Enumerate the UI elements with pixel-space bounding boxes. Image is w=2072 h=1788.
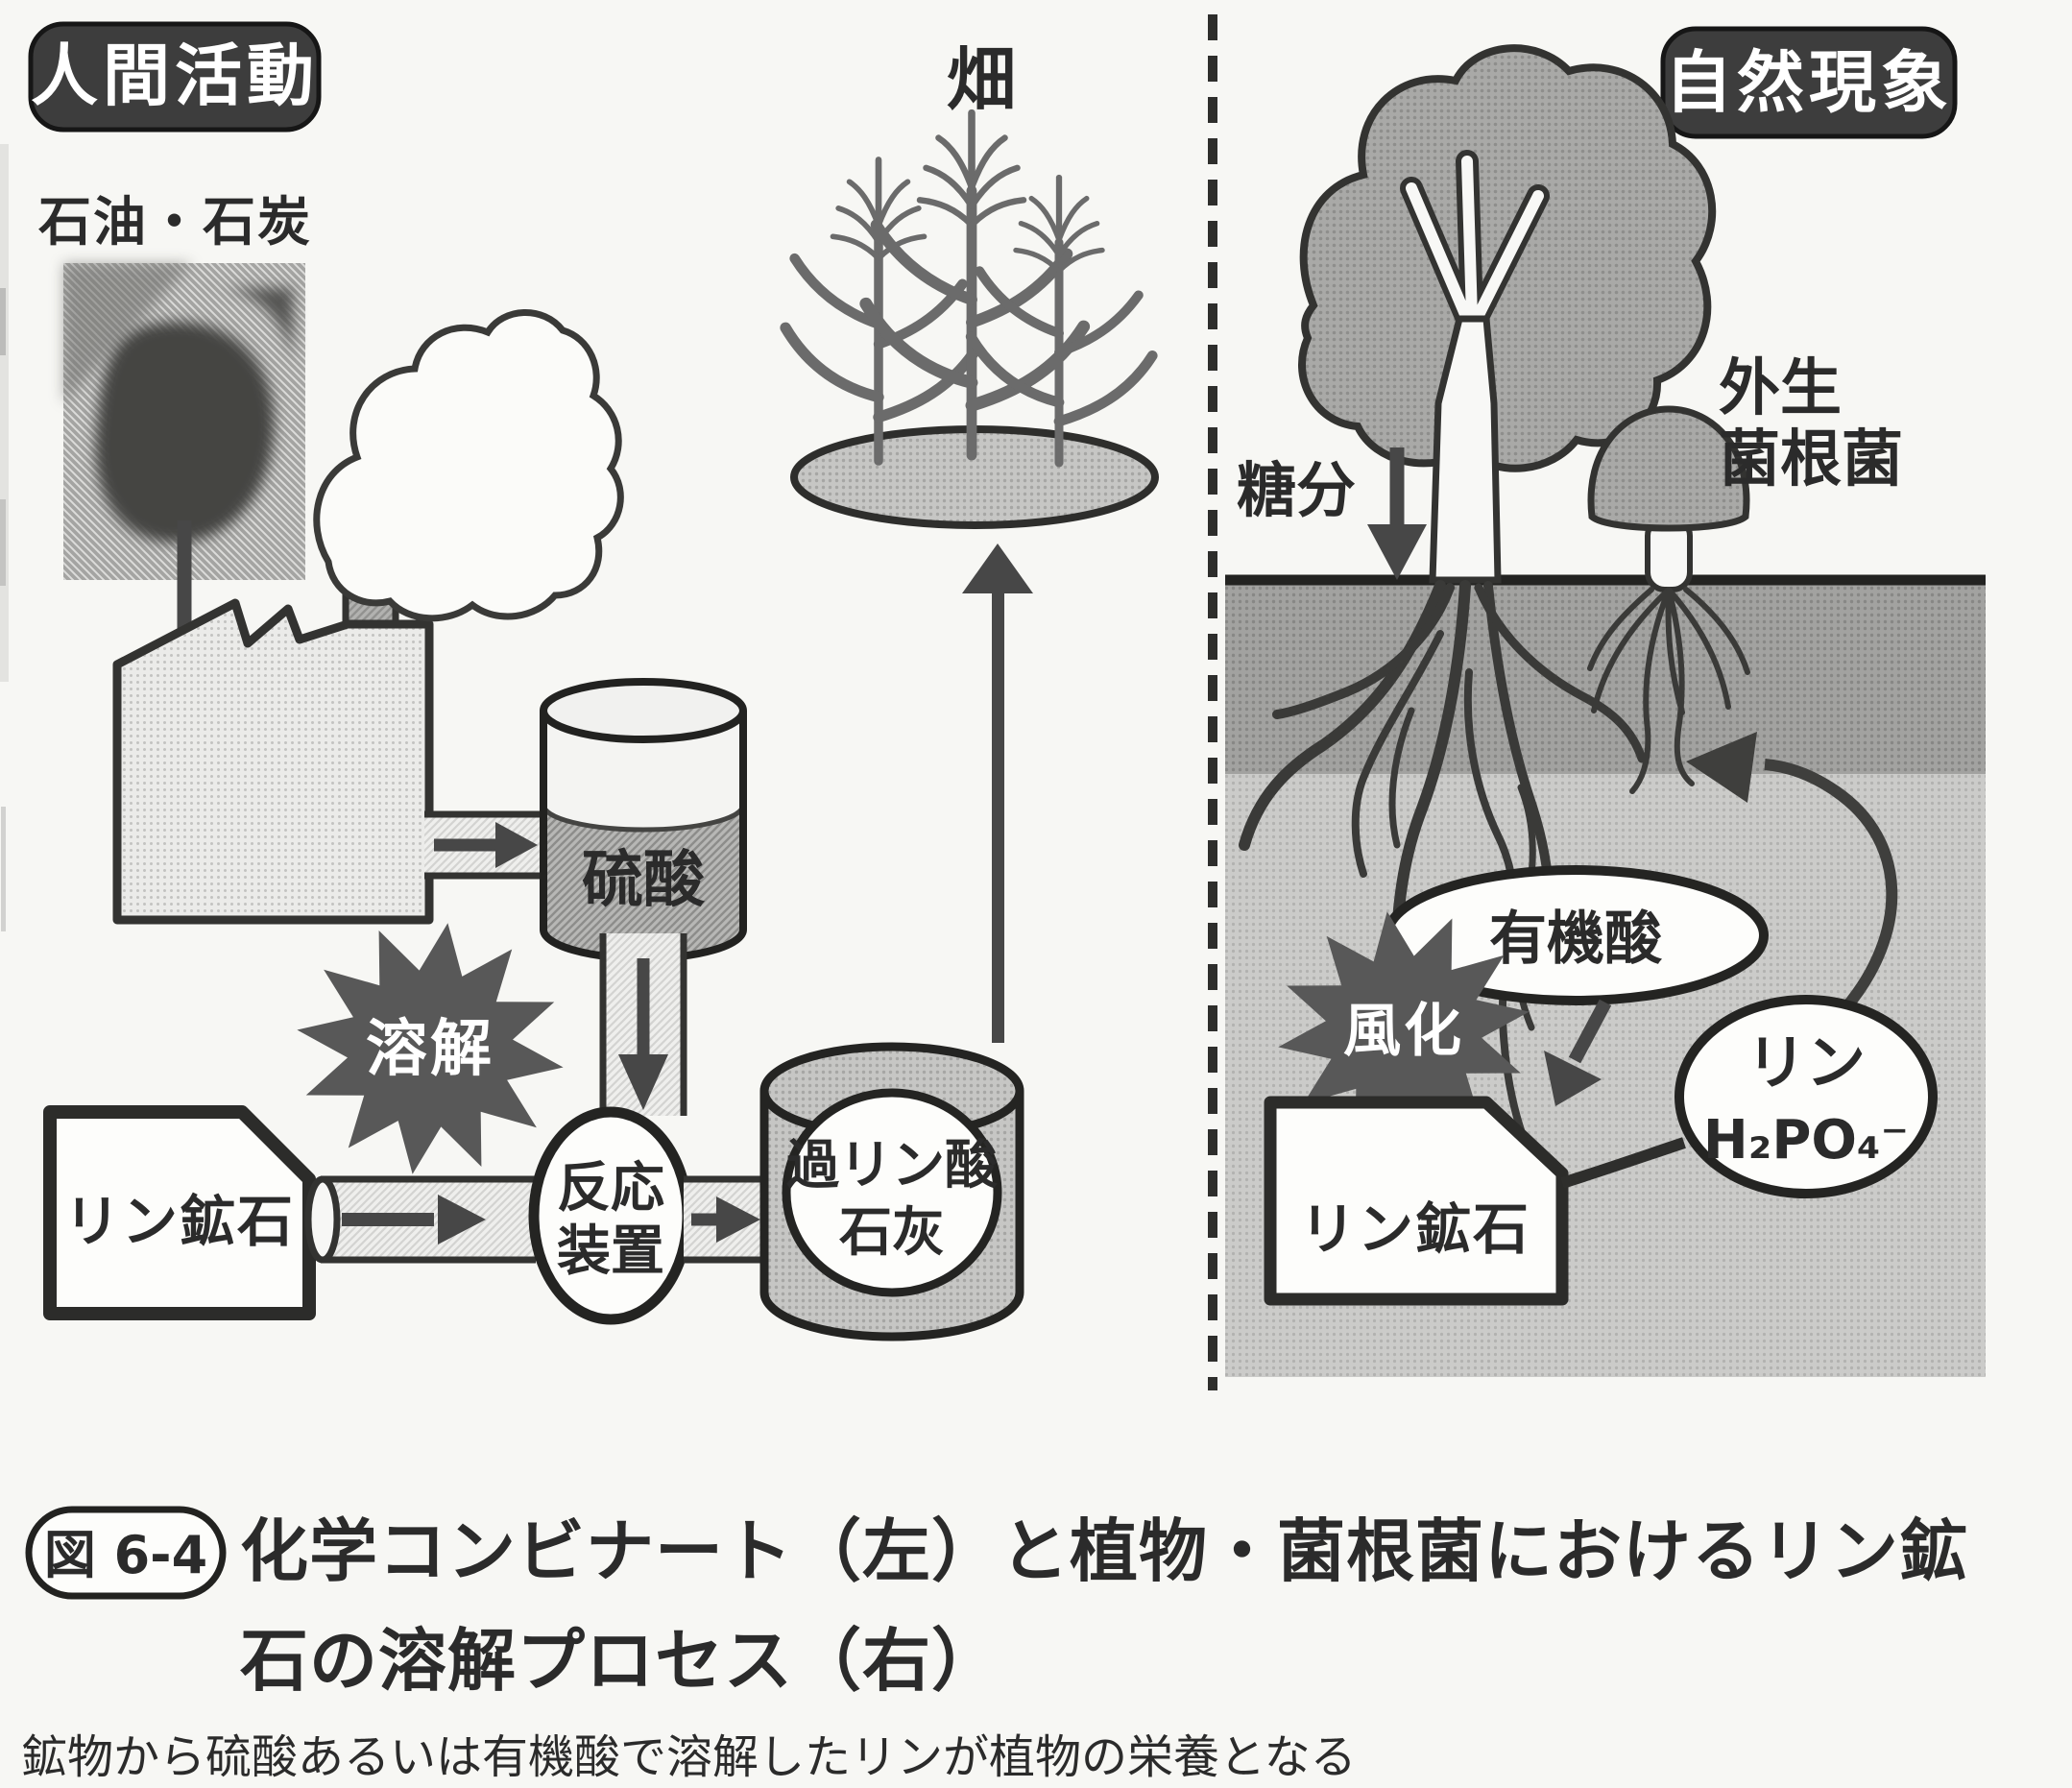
phosphate-rock-label-right: リン鉱石 [1300, 1196, 1530, 1262]
tree-branches [1400, 150, 1550, 330]
phosphorus-label: リン [1747, 1027, 1866, 1098]
coal-oil-label: 石油・石炭 [37, 191, 312, 253]
tree-trunk [1429, 315, 1502, 584]
phosphate-ion-bubble: リン H₂PO₄⁻ [1674, 995, 1938, 1198]
ectomycorrhiza-label-1: 外生 [1719, 353, 1842, 424]
sugar-down-arrow [1367, 447, 1427, 580]
smoke-cloud-icon [313, 309, 624, 622]
mushroom-icon [1587, 405, 1750, 592]
superphosphate-drum: 過リン酸 石灰 [759, 1042, 1024, 1341]
field-label: 畑 [947, 39, 1016, 120]
figure-tag: 図 6-4 [44, 1525, 207, 1585]
reactor-to-drum-pipe [684, 1175, 766, 1264]
phosphate-rock-box-right: リン鉱石 [1264, 1096, 1569, 1306]
coal-photo [63, 263, 305, 580]
human-activity-badge: 人間活動 [28, 21, 322, 133]
organic-acid-label: 有機酸 [1489, 906, 1663, 973]
caption-title-line-2: 石の溶解プロセス（右） [239, 1621, 1000, 1701]
superphosphate-label-2: 石灰 [838, 1201, 945, 1263]
rock-to-ion-connector [1560, 1137, 1686, 1189]
weathering-burst: 風化 [1262, 893, 1546, 1166]
caption-title-line-1: 化学コンビナート（左）と植物・菌根菌におけるリン鉱 [240, 1511, 1968, 1591]
tree-icon [1298, 44, 1717, 584]
reactor-label-1: 反応 [557, 1157, 664, 1220]
organic-acid-arrow [1544, 999, 1612, 1106]
natural-phenomena-panel: 自然現象 糖分 [1225, 26, 1986, 1377]
human-activity-badge-label: 人間活動 [31, 36, 319, 115]
sulfuric-acid-label: 硫酸 [582, 845, 706, 916]
mushroom-roots [1587, 587, 1750, 794]
sugar-label: 糖分 [1237, 455, 1356, 525]
dissolve-burst: 溶解 [278, 904, 582, 1194]
rock-to-reactor-pipe [304, 1175, 536, 1264]
fertilizer-to-field-arrow [962, 544, 1033, 1043]
sulfuric-acid-tank: 硫酸 [540, 678, 747, 962]
figure-tag-pill: 図 6-4 [25, 1506, 227, 1600]
reactor-label-2: 装置 [557, 1220, 664, 1283]
human-activity-panel: 人間活動 石油・石炭 [28, 21, 1159, 1341]
tank-to-reactor-pipe [599, 933, 687, 1116]
corn-field-icon [785, 113, 1159, 529]
factory-building [112, 598, 434, 925]
ectomycorrhiza-label-2: 菌根菌 [1719, 424, 1903, 495]
caption: 図 6-4 化学コンビナート（左）と植物・菌根菌におけるリン鉱 石の溶解プロセス… [21, 1506, 1968, 1784]
weathering-label: 風化 [1343, 998, 1464, 1065]
phosphate-rock-label-left: リン鉱石 [64, 1189, 295, 1254]
caption-body: 鉱物から硫酸あるいは有機酸で溶解したリンが植物の栄養となる [21, 1730, 1357, 1784]
phosphate-ion-label: H₂PO₄⁻ [1703, 1109, 1909, 1172]
superphosphate-label-1: 過リン酸 [786, 1134, 999, 1196]
factory-to-tank-pipe [424, 810, 547, 880]
scan-edge-artifacts [0, 144, 9, 931]
root-uptake-arrow [1686, 732, 1898, 1012]
phosphate-rock-box-left: リン鉱石 [43, 1105, 316, 1320]
dissolve-label: 溶解 [366, 1014, 494, 1085]
reactor-vessel: 反応 装置 [528, 1106, 693, 1325]
nature-badge: 自然現象 [1660, 26, 1958, 139]
nature-badge-label: 自然現象 [1665, 43, 1953, 122]
